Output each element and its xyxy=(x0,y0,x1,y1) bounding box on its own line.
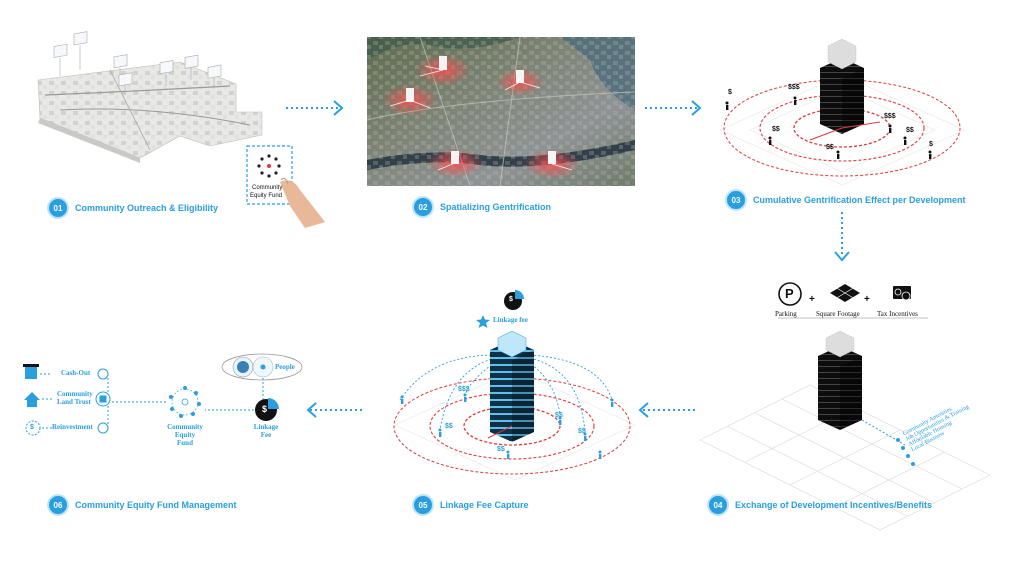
dollar-label: $ xyxy=(728,89,732,96)
plus-sign: + xyxy=(864,294,870,305)
tax-incentive-icon xyxy=(893,286,911,301)
step-01-number: 01 xyxy=(47,197,69,219)
step-06-title: Community Equity Fund Management xyxy=(75,500,237,510)
linkage-fee-pie-icon xyxy=(504,290,524,310)
panel-04-exchange xyxy=(699,282,991,531)
coin-dollar-sign: $ xyxy=(262,404,268,414)
linkage-fee-node-label: Linkage Fee xyxy=(246,423,286,439)
step-05-label: 05 Linkage Fee Capture xyxy=(412,494,529,516)
land-trust-label-2: Land Trust xyxy=(57,398,91,406)
people-label: People xyxy=(275,363,295,371)
fund-label-1: Community xyxy=(167,423,203,431)
parking-icon xyxy=(778,282,802,306)
reinvestment-node-icon xyxy=(97,422,109,434)
incentive-parking-label: Parking xyxy=(775,310,797,318)
incentive-tax-label: Tax Incentives xyxy=(877,310,918,318)
land-trust-label-1: Community xyxy=(57,390,93,398)
linkage-fee-label: Linkage fee xyxy=(493,316,528,324)
dollar-label: $$ xyxy=(555,412,563,419)
panel-03-gentrification-rings xyxy=(719,38,966,186)
panel-06-fund xyxy=(23,353,303,436)
step-03-title: Cumulative Gentrification Effect per Dev… xyxy=(753,195,966,205)
step-04-number: 04 xyxy=(707,494,729,516)
cash-out-node-icon xyxy=(97,368,109,380)
step-05-title: Linkage Fee Capture xyxy=(440,500,529,510)
cash-out-label: Cash-Out xyxy=(61,369,91,377)
incentive-square-footage-label: Square Footage xyxy=(816,310,860,318)
step-02-title: Spatializing Gentrification xyxy=(440,202,552,212)
linkage-label-2: Fee xyxy=(260,431,272,439)
linkage-label-1: Linkage xyxy=(253,423,279,431)
dollar-coin-icon xyxy=(25,420,41,436)
step-02-label: 02 Spatializing Gentrification xyxy=(412,196,551,218)
panel-02-aerial xyxy=(366,36,636,187)
step-06-label: 06 Community Equity Fund Management xyxy=(47,494,237,516)
step-03-number: 03 xyxy=(725,189,747,211)
reinvestment-label: Reinvestment xyxy=(52,423,93,431)
fund-label-3: Fund xyxy=(177,439,193,447)
card-label-equity-fund: Equity Fund xyxy=(250,193,283,199)
square-footage-icon xyxy=(830,284,860,302)
reinvest-coin-dollar: $ xyxy=(30,424,34,431)
card-label-community: Community xyxy=(252,185,283,191)
atm-card-icon xyxy=(25,367,37,379)
step-04-label: 04 Exchange of Development Incentives/Be… xyxy=(707,494,932,516)
plus-sign: + xyxy=(809,294,815,305)
dollar-label: $$ xyxy=(578,428,586,435)
parking-icon-letter: P xyxy=(785,286,794,301)
step-02-number: 02 xyxy=(412,196,434,218)
panel-05-linkage xyxy=(393,290,636,481)
fund-label: Community Equity Fund xyxy=(160,423,210,447)
dollar-label: $$ xyxy=(772,126,780,133)
panel-01-map xyxy=(37,31,325,228)
fund-people-circle-icon xyxy=(169,386,201,418)
dollar-label: $$ xyxy=(497,446,505,453)
dollar-label: $$ xyxy=(826,144,834,151)
step-01-label: 01 Community Outreach & Eligibility xyxy=(47,197,218,219)
dollar-label: $$$ xyxy=(884,113,896,120)
step-05-number: 05 xyxy=(412,494,434,516)
house-icon xyxy=(24,392,40,407)
dollar-label: $ xyxy=(929,141,933,148)
step-01-title: Community Outreach & Eligibility xyxy=(75,203,219,213)
step-04-title: Exchange of Development Incentives/Benef… xyxy=(735,500,933,510)
star-icon xyxy=(476,315,490,328)
dollar-label: $$ xyxy=(445,423,453,430)
step-03-label: 03 Cumulative Gentrification Effect per … xyxy=(725,189,966,211)
dollar-label: $$$ xyxy=(458,386,470,393)
dollar-label: $$$ xyxy=(788,84,800,91)
step-06-number: 06 xyxy=(47,494,69,516)
fund-label-2: Equity xyxy=(174,431,196,439)
pie-coin-dollar: $ xyxy=(509,296,513,303)
dollar-label: $$ xyxy=(906,127,914,134)
